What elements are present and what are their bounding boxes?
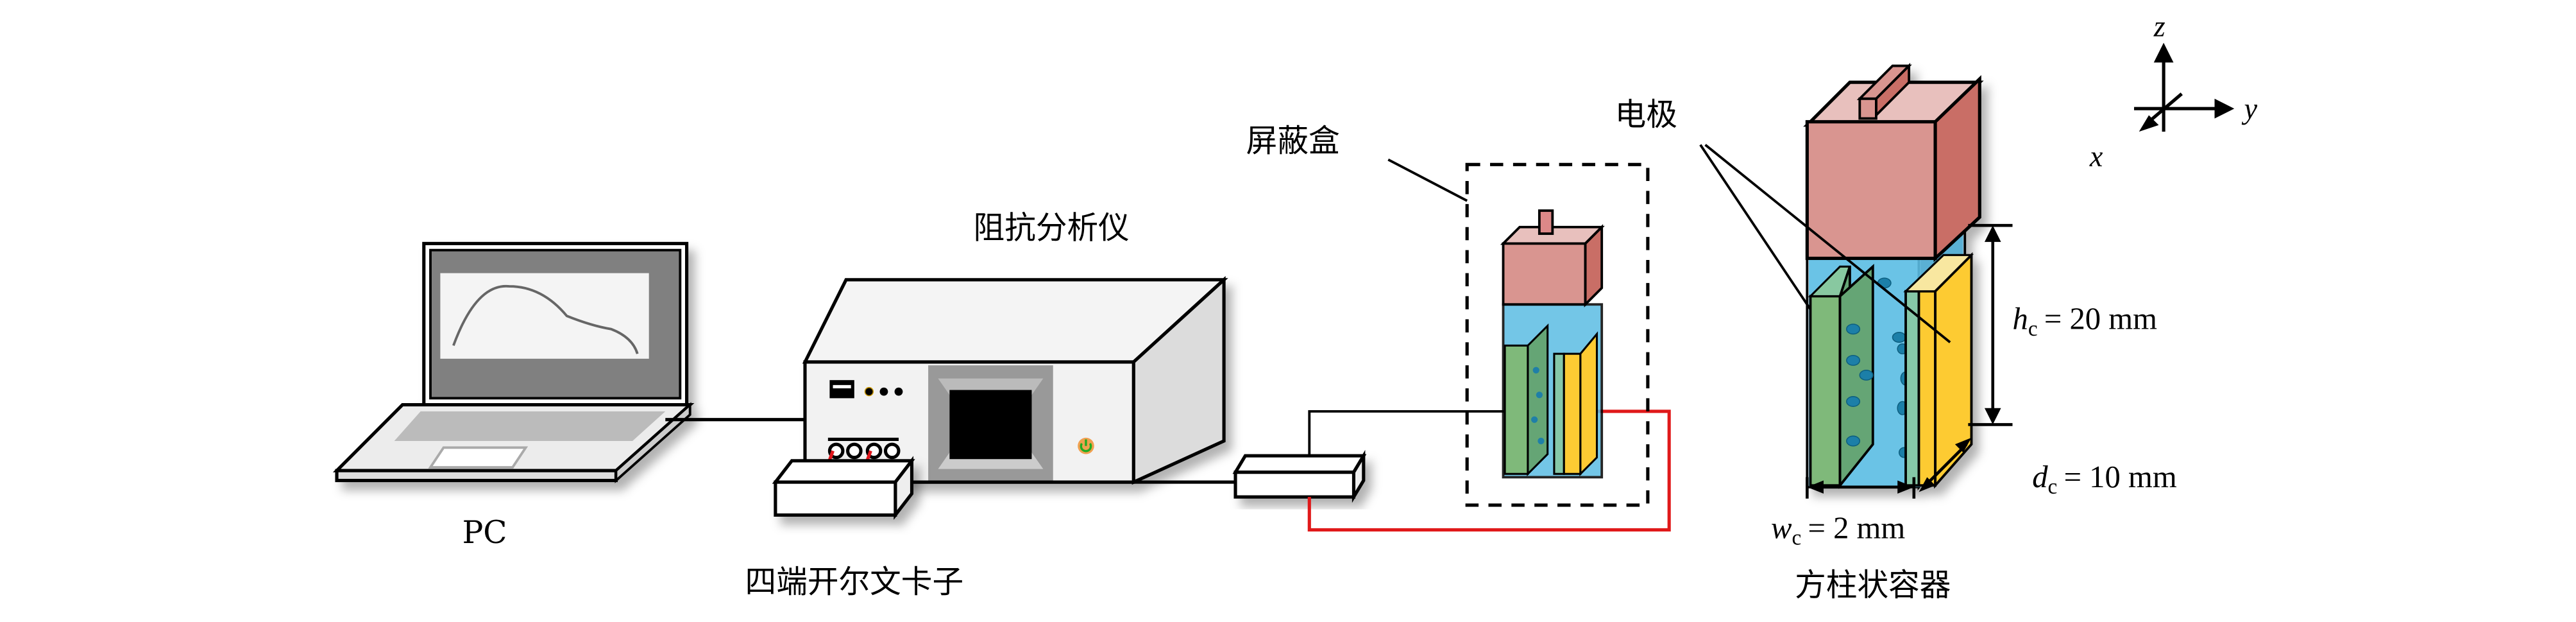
keyboard: [394, 411, 666, 442]
kelvin-clip-label: 四端开尔文卡子: [745, 564, 964, 600]
shield-leader-line: [1387, 158, 1468, 202]
black-wire: [1308, 410, 1507, 456]
shield-box-label: 屏蔽盒: [1246, 123, 1340, 159]
display-screen: [949, 390, 1032, 460]
impedance-analyzer: [802, 275, 1228, 485]
screen-plot: [440, 273, 649, 359]
dimension-arrows: [1806, 223, 2013, 499]
shield-box: [1465, 162, 1650, 507]
electrode-leader-1: [1699, 144, 1812, 311]
green-electrode: [1809, 295, 1842, 487]
coordinate-axes: [2134, 42, 2235, 132]
x-axis-label: x: [2089, 140, 2103, 173]
y-axis-label: y: [2242, 92, 2258, 125]
junction-box: [1232, 449, 1367, 503]
usb-port: [829, 380, 854, 399]
electrode-leader-2: [1704, 144, 1951, 343]
width-dimension: wc= 2 mm: [1771, 510, 1905, 549]
particles: [1846, 277, 1911, 458]
red-wire: [1307, 410, 1671, 532]
depth-dimension: dc= 10 mm: [2032, 460, 2177, 499]
height-dimension: hc= 20 mm: [2013, 302, 2158, 341]
square-column-container: [1803, 62, 1984, 491]
laptop-pc: [332, 241, 695, 483]
pc-label: PC: [462, 515, 507, 551]
z-axis-label: z: [2153, 10, 2165, 42]
container-label: 方柱状容器: [1795, 567, 1951, 603]
electrode-label: 电极: [1615, 97, 1677, 133]
impedance-analyzer-label: 阻抗分析仪: [974, 211, 1130, 246]
small-container: [1500, 209, 1605, 479]
kelvin-clip-box: [772, 450, 915, 520]
touchpad: [428, 446, 529, 469]
